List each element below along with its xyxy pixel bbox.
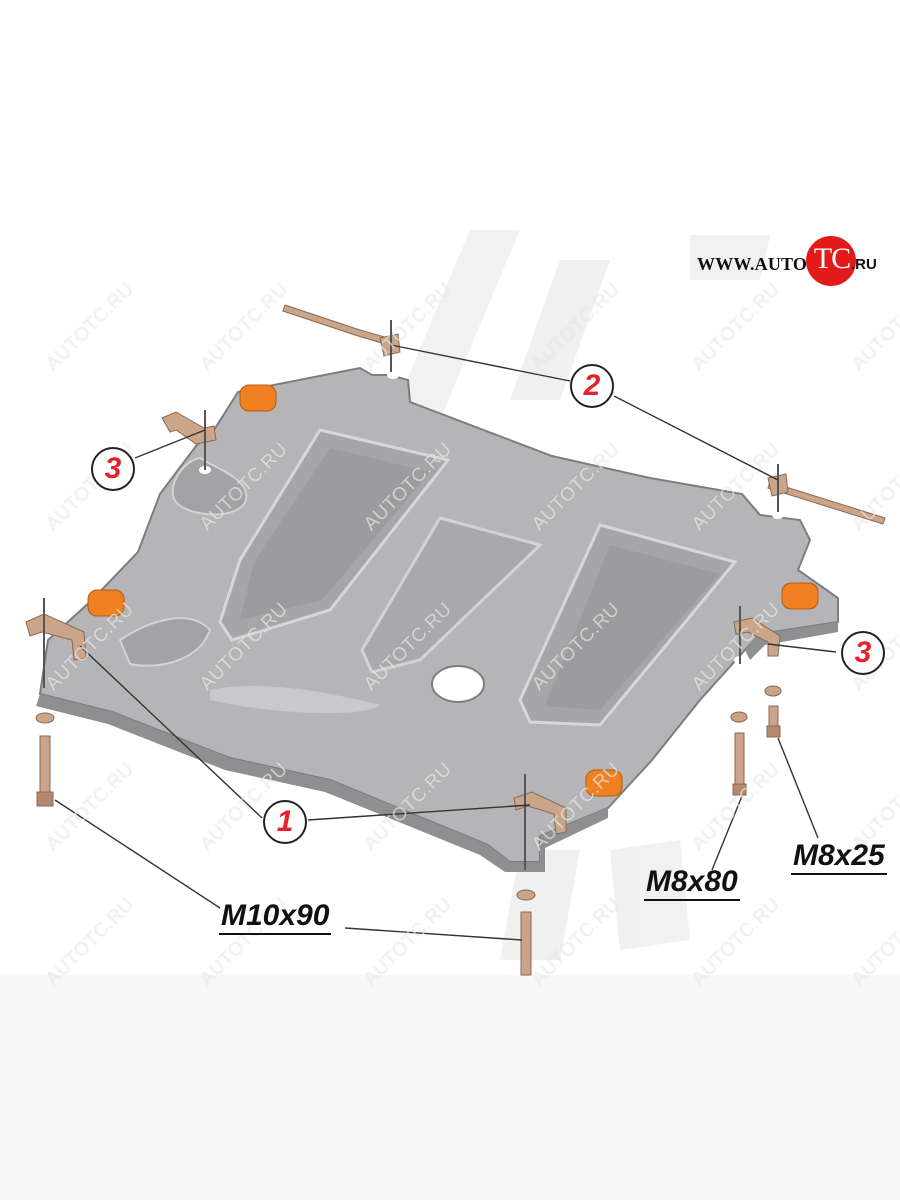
bolt-m8x25	[764, 685, 782, 738]
pad	[87, 589, 125, 617]
callout-1: 1	[263, 800, 307, 844]
autotc-logo[interactable]: WWW.AUTO TC .RU	[697, 236, 882, 288]
pad	[781, 582, 819, 610]
bolt-m8x80	[730, 711, 748, 796]
plate-rib-left-inner	[240, 448, 430, 620]
bolt-m10x90-left	[35, 712, 55, 807]
callout-2: 2	[570, 364, 614, 408]
logo-prefix: WWW.AUTO	[697, 254, 808, 274]
mount-hole	[772, 511, 784, 519]
pad	[585, 769, 623, 797]
plate-front-lip	[36, 694, 608, 872]
front-bracket-right	[513, 774, 567, 870]
page-background-bottom	[0, 975, 900, 1200]
mount-hole	[387, 371, 399, 379]
logo-circle	[806, 236, 856, 286]
plate-mount-dimple-front	[118, 617, 212, 667]
front-bracket-left	[25, 598, 87, 688]
logo-circle-text: TC	[813, 242, 851, 275]
bolt-label-m10x90: M10x90	[219, 900, 332, 935]
pad	[239, 384, 277, 412]
rear-strap-left	[282, 304, 401, 372]
rear-strap-right	[767, 464, 886, 525]
leader-lines	[54, 344, 837, 941]
background-brand-letters	[390, 230, 770, 960]
side-bracket-right	[733, 606, 781, 664]
plate-highlight-front	[210, 685, 380, 714]
bolt-label-m8x80: M8x80	[644, 866, 740, 901]
rubber-pads	[87, 384, 819, 797]
plate-rib-right-inner	[545, 545, 720, 710]
side-bracket-left	[161, 410, 217, 470]
drain-hole	[431, 665, 485, 703]
plate-side-edge	[745, 622, 838, 660]
callout-3-left: 3	[91, 447, 135, 491]
bolt-m10x90-front	[516, 889, 536, 976]
callout-3-right: 3	[841, 631, 885, 675]
logo-suffix: .RU	[851, 256, 877, 273]
plate-rib-center	[360, 516, 543, 674]
plate-mount-dimple-left	[171, 456, 248, 516]
bolt-label-m8x25: M8x25	[791, 840, 887, 875]
